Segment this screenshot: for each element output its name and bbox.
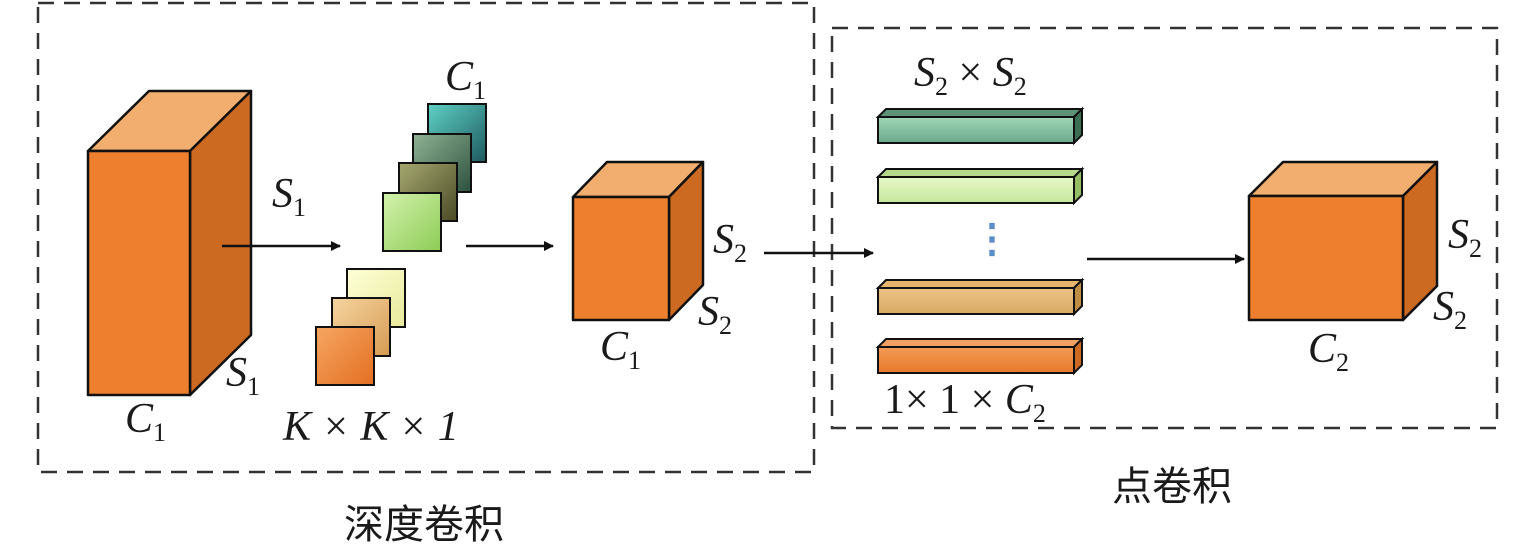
pointwise-filter-bar-1 [875,106,1085,146]
pointwise-filter-bar-3 [875,277,1085,317]
pointwise-filter-bar-4 [875,336,1085,376]
depthwise-output-cube [571,160,705,322]
depthwise-output-channels-label: C1 [600,324,641,375]
pointwise-group-box [830,26,1499,430]
input-feature-cube [86,89,253,397]
depthwise-output-height-label: S2 [713,217,747,268]
arrow-size-label: S1 [272,171,306,222]
depthwise-kernel-stack-lower [315,268,406,386]
pointwise-caption: 点卷积 [1112,464,1232,510]
pointwise-ellipsis: ⋮ [972,216,1012,261]
kernel-size-label: K × K × 1 [282,404,459,450]
pointwise-filter-bar-2 [875,166,1085,206]
kernel-count-label: C1 [445,54,486,105]
pointwise-output-height-label: S2 [1448,212,1482,263]
pointwise-output-width-label: S2 [1433,284,1467,335]
depthwise-kernel-stack-upper [382,103,487,252]
input-channels-label: C1 [125,396,166,447]
pointwise-output-cube [1247,160,1439,322]
depthwise-output-width-label: S2 [698,289,732,340]
pointwise-output-channels-label: C2 [1308,326,1349,377]
pointwise-feature-size-label: S2 × S2 [914,50,1027,101]
input-size-label: S1 [226,350,260,401]
depthwise-caption: 深度卷积 [344,502,504,548]
pointwise-filter-size-label: 1× 1 × C2 [884,377,1046,428]
